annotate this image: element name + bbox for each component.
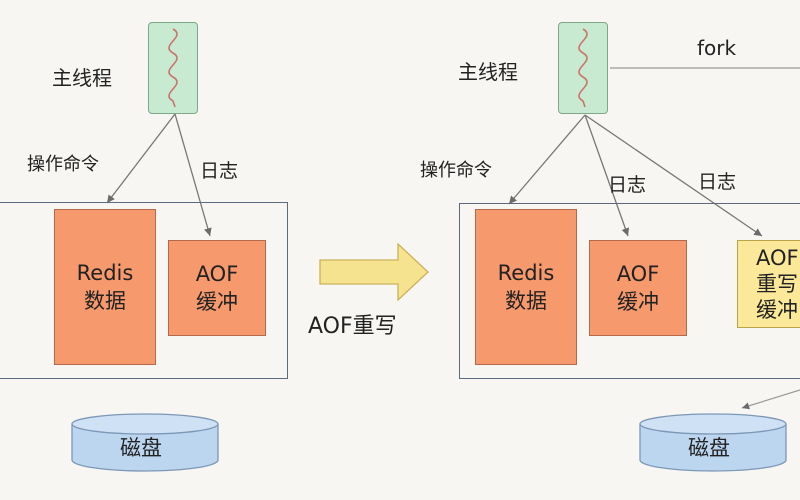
left-main-thread-label: 主线程 <box>52 66 112 90</box>
fork-label: fork <box>697 36 737 60</box>
rewrite-line3: 缓冲 <box>756 298 798 322</box>
rewrite-line1: AOF <box>756 246 799 270</box>
right-log-label-2: 日志 <box>698 171 737 193</box>
wavy-thread-icon <box>168 28 178 108</box>
right-aof-line1: AOF <box>616 262 660 286</box>
right-redis-line1: Redis <box>497 261 555 285</box>
aof-rewrite-label: AOF重写 <box>308 314 397 339</box>
right-op-arrow <box>508 114 586 205</box>
wavy-thread-icon <box>578 28 588 108</box>
left-disk-label: 磁盘 <box>120 436 162 460</box>
left-memory-frame <box>0 202 288 379</box>
right-log-arrow-2 <box>584 114 763 237</box>
left-op-arrow <box>106 113 176 204</box>
disk-arrow <box>741 389 800 410</box>
left-aof-buffer-block: AOF 缓冲 <box>168 240 266 336</box>
right-disk-label: 磁盘 <box>688 436 730 460</box>
right-main-thread-icon <box>558 22 608 114</box>
right-memory-frame <box>459 203 800 379</box>
left-aof-line2: 缓冲 <box>196 290 238 314</box>
big-transition-arrow <box>319 242 429 302</box>
right-redis-line2: 数据 <box>505 289 547 313</box>
right-aof-rewrite-buffer-block: AOF 重写 缓冲 <box>737 240 800 328</box>
left-main-thread-icon <box>148 22 198 114</box>
left-redis-block: Redis 数据 <box>54 209 156 365</box>
rewrite-line2: 重写 <box>756 272 798 296</box>
right-aof-buffer-block: AOF 缓冲 <box>589 240 687 336</box>
right-redis-block: Redis 数据 <box>475 209 577 365</box>
left-disk-icon <box>71 413 219 472</box>
left-aof-line1: AOF <box>195 262 239 286</box>
right-aof-line2: 缓冲 <box>617 290 659 314</box>
right-log-arrow-1 <box>584 114 630 237</box>
right-log-label-1: 日志 <box>608 174 647 196</box>
right-disk-icon <box>639 413 787 472</box>
left-op-label: 操作命令 <box>27 154 99 175</box>
left-redis-line2: 数据 <box>84 289 126 313</box>
right-op-label: 操作命令 <box>420 160 492 181</box>
left-log-arrow <box>174 113 212 237</box>
left-log-label: 日志 <box>200 160 239 182</box>
left-redis-line1: Redis <box>76 261 134 285</box>
right-main-thread-label: 主线程 <box>458 60 518 84</box>
